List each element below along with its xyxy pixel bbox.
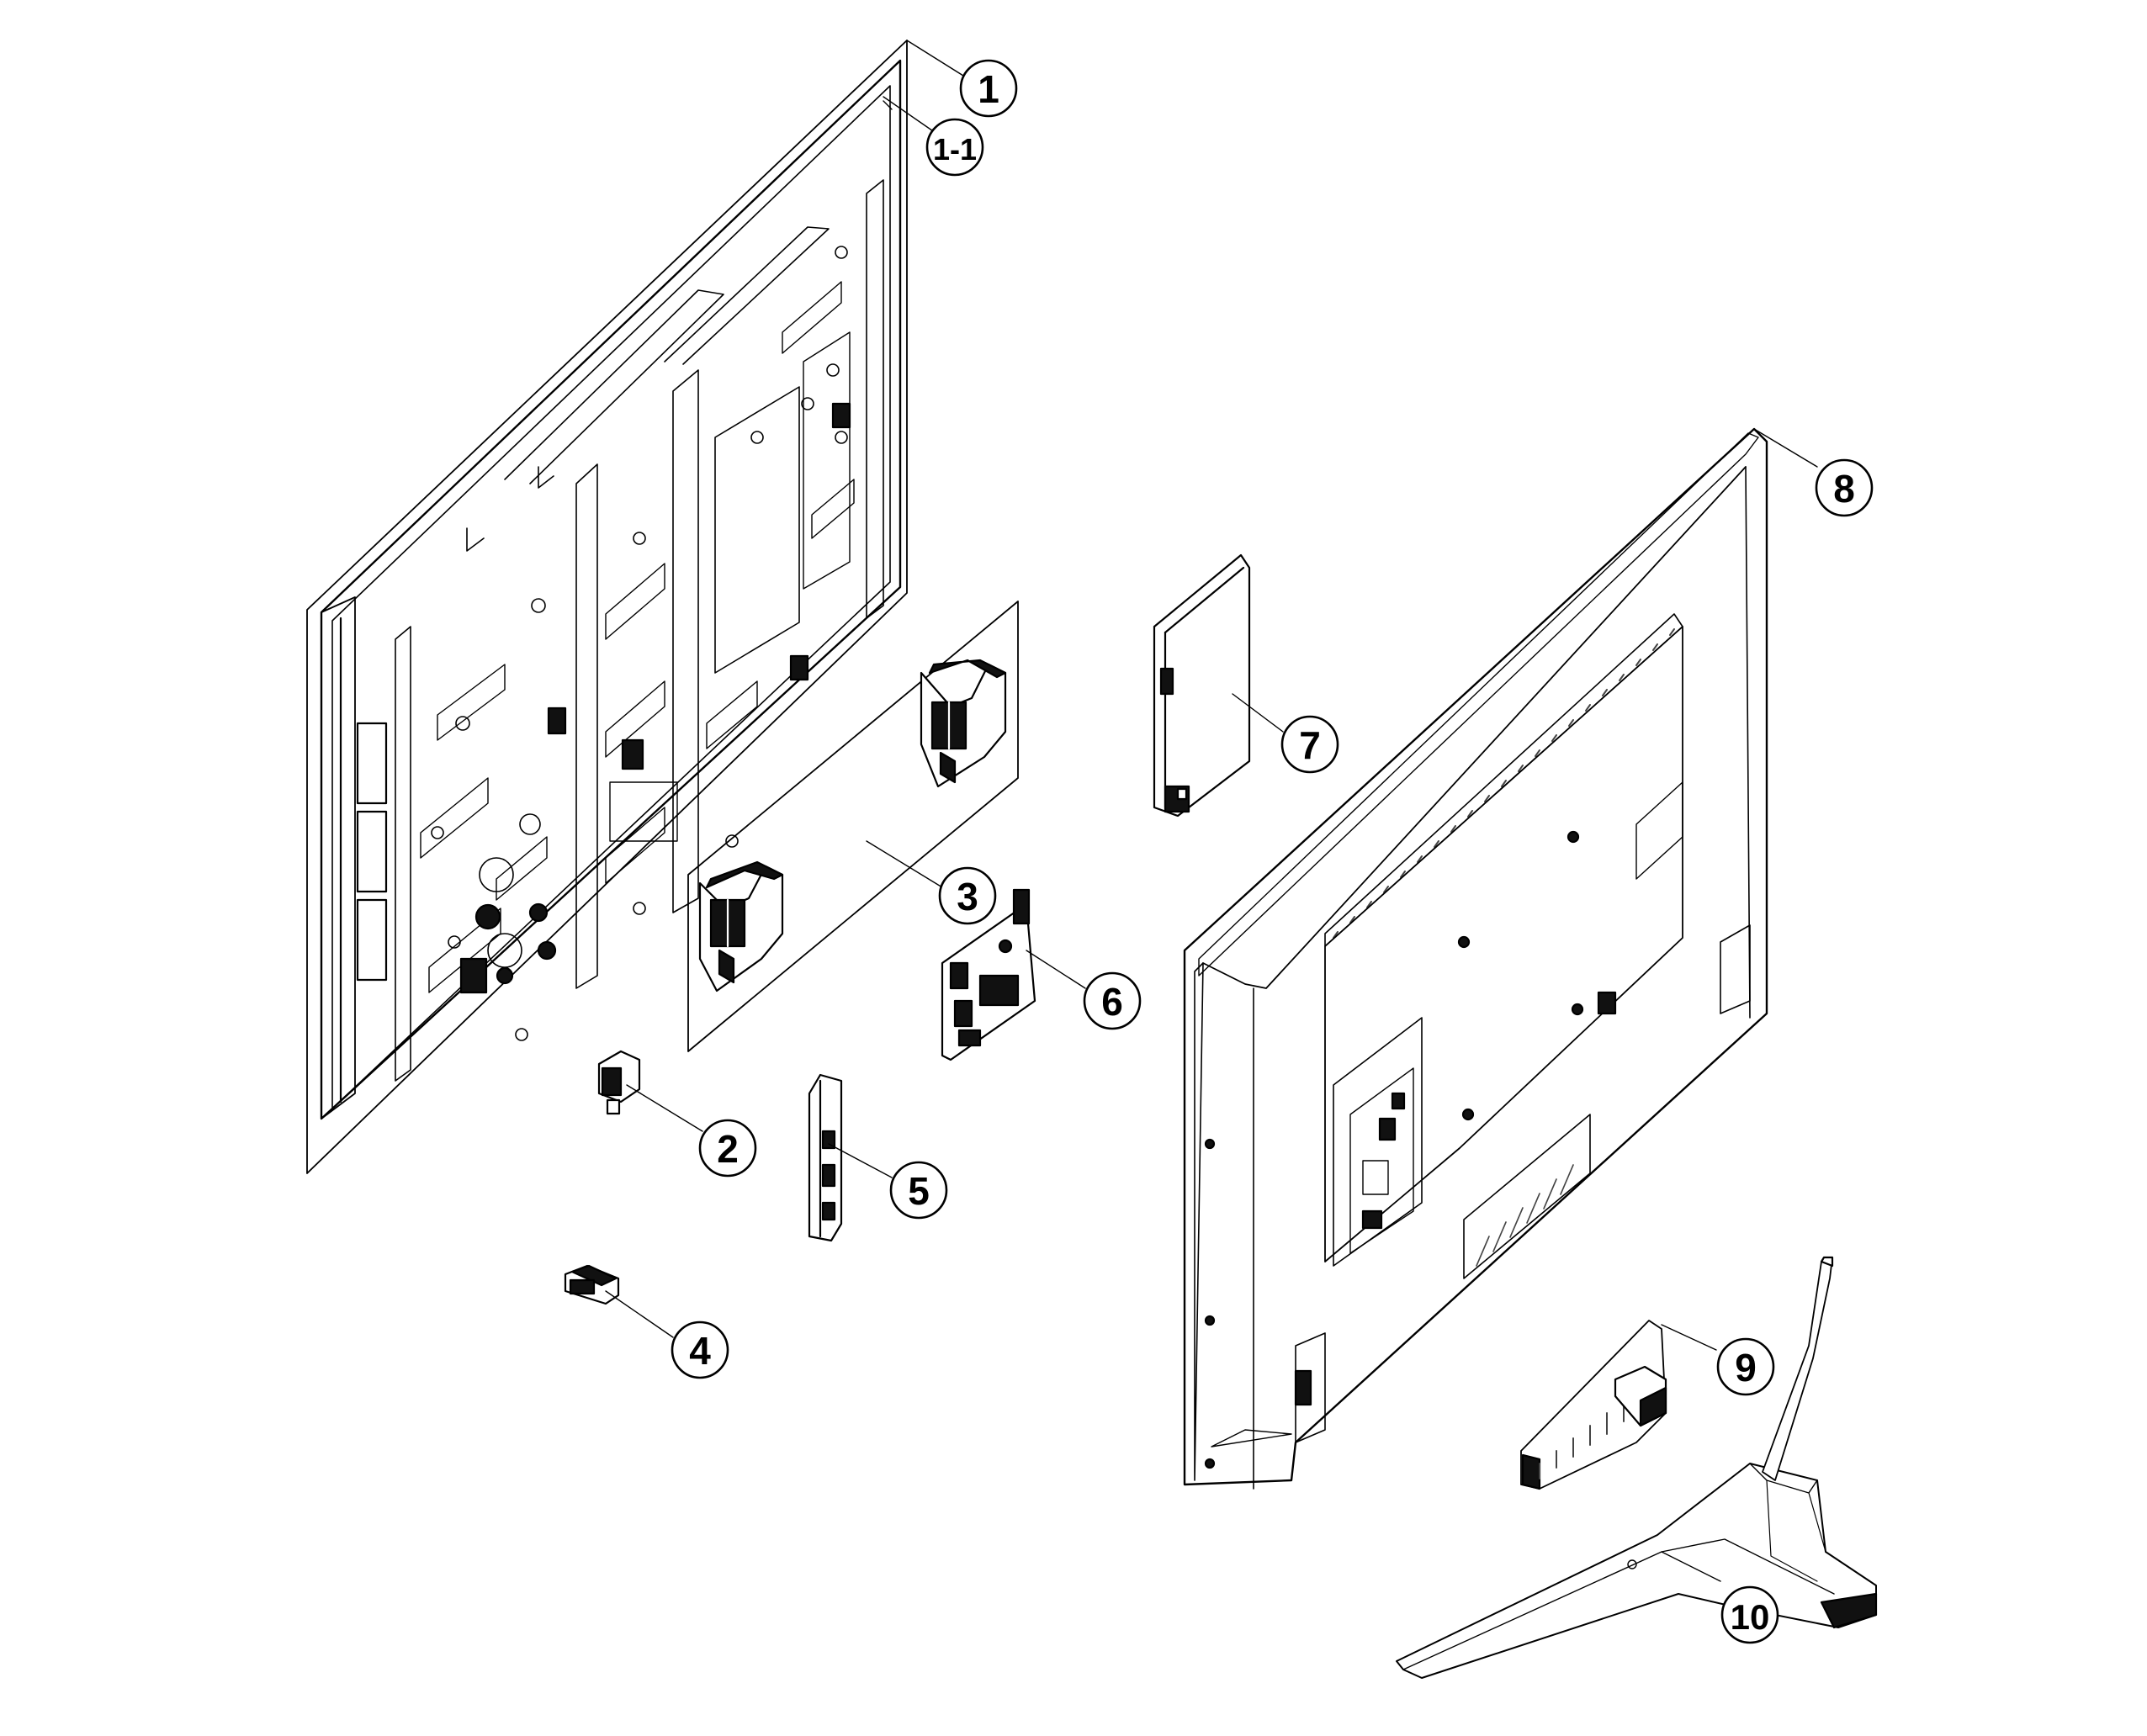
stand-neck	[1520, 1320, 1667, 1490]
leader-lines	[605, 40, 1818, 1582]
callout-1-1: 1-1	[925, 118, 984, 177]
callout-10-label: 10	[1731, 1597, 1770, 1637]
callout-8: 8	[1815, 458, 1874, 517]
callout-1-label: 1	[978, 67, 999, 111]
callout-1-1-label: 1-1	[933, 132, 977, 167]
callout-10: 10	[1720, 1585, 1779, 1644]
back-cover	[1183, 427, 1768, 1490]
clip-part	[597, 1050, 641, 1115]
speaker-right	[920, 659, 1007, 788]
callout-7: 7	[1280, 715, 1339, 774]
callout-2-label: 2	[717, 1127, 739, 1171]
power-board	[1153, 553, 1251, 818]
callout-9: 9	[1716, 1337, 1775, 1396]
callout-4-label: 4	[689, 1329, 711, 1373]
callout-6-label: 6	[1101, 980, 1123, 1024]
speaker-left	[698, 860, 784, 992]
callouts: 1 1-1 2 3 4 5 6 7	[671, 59, 1874, 1644]
callout-6: 6	[1083, 971, 1142, 1030]
main-board	[941, 888, 1036, 1061]
callout-3: 3	[938, 866, 997, 925]
callout-5: 5	[889, 1161, 948, 1220]
callout-7-label: 7	[1299, 723, 1321, 767]
callout-8-label: 8	[1833, 467, 1855, 511]
callout-1: 1	[959, 59, 1018, 118]
stand-base	[1396, 1256, 1878, 1679]
key-board	[808, 1073, 843, 1242]
callout-9-label: 9	[1735, 1346, 1757, 1389]
button-part	[564, 1264, 620, 1305]
callout-5-label: 5	[908, 1169, 930, 1213]
callout-3-label: 3	[957, 875, 978, 918]
callout-2: 2	[698, 1119, 757, 1178]
speaker-set	[687, 601, 1019, 1052]
lcd-panel-assembly	[306, 40, 908, 1174]
callout-4: 4	[671, 1321, 729, 1379]
